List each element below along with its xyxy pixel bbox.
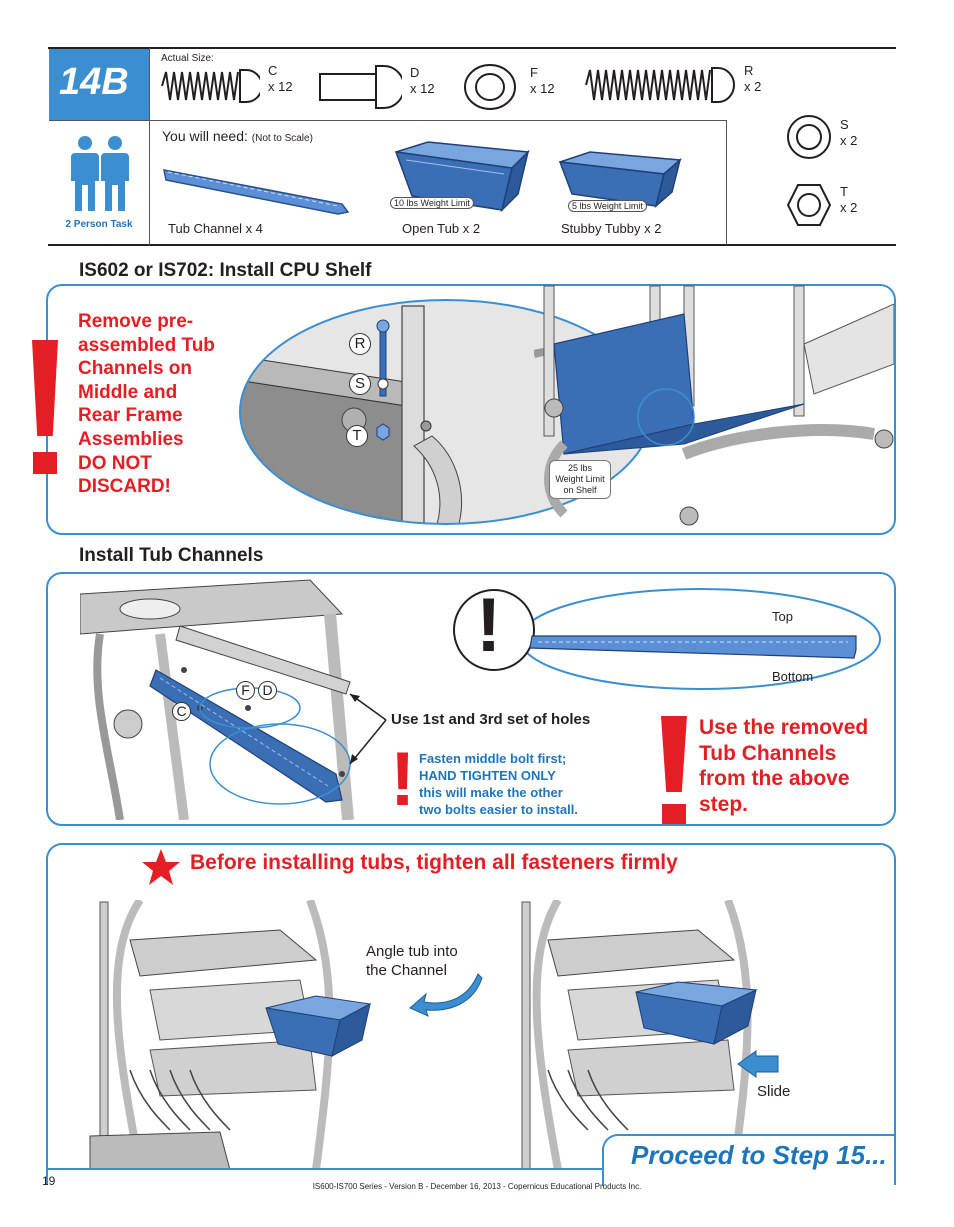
angle-arrow-icon [409, 973, 483, 1017]
reuse-note-line: Use the removed [699, 716, 869, 739]
hardware-s-qty: x 2 [840, 133, 858, 148]
doc-info: IS600-IS700 Series - Version B - Decembe… [312, 1182, 642, 1191]
hardware-d-letter: D [410, 65, 420, 80]
hardware-f-qty: x 12 [530, 81, 555, 96]
washer-s-icon [787, 115, 831, 159]
tub-channel-label: Tub Channel x 4 [168, 221, 263, 236]
bolt-d-icon [319, 65, 402, 109]
proceed-box: Proceed to Step 15... [602, 1134, 894, 1186]
shelf-limit-line: 25 lbs [567, 463, 593, 473]
section1-warning-text: Remove pre- assembled Tub Channels on Mi… [78, 310, 215, 499]
stubby-tubby-limit-badge: 5 lbs Weight Limit [568, 200, 647, 212]
top-label: Top [772, 609, 793, 624]
open-tub-limit-badge: 10 lbs Weight Limit [390, 197, 474, 209]
you-will-need-text: You will need: [162, 128, 248, 144]
hardware-c-qty: x 12 [268, 79, 293, 94]
hardware-t-letter: T [840, 184, 848, 199]
hardware-s-letter: S [840, 117, 849, 132]
tub-channel-install-illustration [80, 579, 354, 820]
star-icon [142, 849, 180, 885]
proceed-text: Proceed to Step 15... [631, 1140, 887, 1170]
holes-note: Use 1st and 3rd set of holes [391, 711, 591, 728]
fasten-note-line: two bolts easier to install. [419, 802, 578, 817]
hardware-f-letter: F [530, 65, 538, 80]
not-to-scale-text: (Not to Scale) [251, 133, 313, 144]
person-task-label: 2 Person Task [65, 219, 133, 230]
angle-note-line: Angle tub into [366, 943, 458, 960]
fasten-exclamation-icon: ! [390, 737, 416, 822]
reuse-note: Use the removed Tub Channels from the ab… [699, 715, 868, 817]
angle-note-line: the Channel [366, 962, 447, 979]
reuse-note-line: Tub Channels [699, 741, 837, 765]
warning-line: Middle and [78, 381, 178, 403]
hardware-d-qty: x 12 [410, 81, 435, 96]
callout-d: D [258, 681, 277, 700]
warning-line: Assemblies [78, 428, 184, 450]
slide-note: Slide [757, 1083, 791, 1100]
section1-title: IS602 or IS702: Install CPU Shelf [79, 260, 372, 281]
callout-c: C [172, 702, 191, 721]
hardware-c-letter: C [268, 63, 278, 78]
hex-nut-t-icon [786, 184, 832, 226]
header-divider [149, 48, 150, 245]
warning-line: Rear Frame [78, 405, 183, 427]
channel-orientation-illustration [453, 588, 881, 690]
tub-channel-part-icon [163, 169, 350, 215]
warning-line: Channels on [78, 358, 193, 380]
callout-f: F [236, 681, 255, 700]
actual-size-label: Actual Size: [161, 53, 214, 64]
bottom-label: Bottom [772, 669, 814, 684]
open-tub-label: Open Tub x 2 [402, 221, 481, 236]
stubby-tubby-part-icon [558, 151, 682, 209]
holes-pointer-arrows [349, 693, 387, 765]
slide-tub-illustration [521, 900, 758, 1170]
section3-title: Before installing tubs, tighten all fast… [190, 851, 678, 874]
step-number: 14B [59, 61, 129, 103]
slide-arrow-icon [737, 1050, 779, 1078]
angle-note: Angle tub into the Channel [366, 942, 458, 980]
cart-cpu-shelf-illustration [534, 285, 894, 526]
callout-s: S [349, 373, 371, 395]
angle-tub-illustration [89, 900, 372, 1170]
reuse-note-line: step. [699, 792, 749, 816]
shelf-limit-line: on Shelf [563, 485, 597, 495]
reuse-note-line: from the above [699, 767, 850, 790]
hardware-r-letter: R [744, 63, 754, 78]
two-person-icon [71, 136, 129, 211]
hardware-r-qty: x 2 [744, 79, 762, 94]
fasten-note-line: HAND TIGHTEN ONLY [419, 768, 556, 783]
screw-r-icon [585, 67, 735, 103]
callout-r: R [349, 333, 371, 355]
warning-line: DISCARD! [78, 476, 171, 498]
fasten-note-line: Fasten middle bolt first; [419, 751, 567, 766]
header-bottom-rule [48, 244, 896, 246]
warning-line: assembled Tub [78, 334, 215, 356]
screw-c-icon [161, 69, 260, 103]
callout-t: T [346, 425, 368, 447]
fasten-note: Fasten middle bolt first; HAND TIGHTEN O… [419, 750, 578, 818]
you-will-need-label: You will need: (Not to Scale) [162, 128, 313, 144]
hardware-t-qty: x 2 [840, 200, 858, 215]
warning-line: DO NOT [78, 452, 152, 474]
shelf-weight-limit-badge: 25 lbs Weight Limit on Shelf [549, 460, 611, 499]
washer-f-icon [464, 64, 516, 110]
header-top-rule [48, 47, 896, 49]
page-number: 19 [42, 1174, 56, 1188]
orientation-exclamation-icon: ! [476, 583, 502, 668]
section2-title: Install Tub Channels [79, 545, 264, 566]
stubby-tubby-label: Stubby Tubby x 2 [561, 221, 662, 236]
step-badge: 14B [49, 49, 149, 120]
fasten-note-line: this will make the other [419, 785, 563, 800]
you-will-need-box [150, 120, 727, 245]
section3-bottom-rule [46, 1168, 604, 1170]
warning-line: Remove pre- [78, 311, 194, 332]
open-tub-part-icon [394, 141, 530, 213]
shelf-limit-line: Weight Limit [555, 474, 605, 484]
